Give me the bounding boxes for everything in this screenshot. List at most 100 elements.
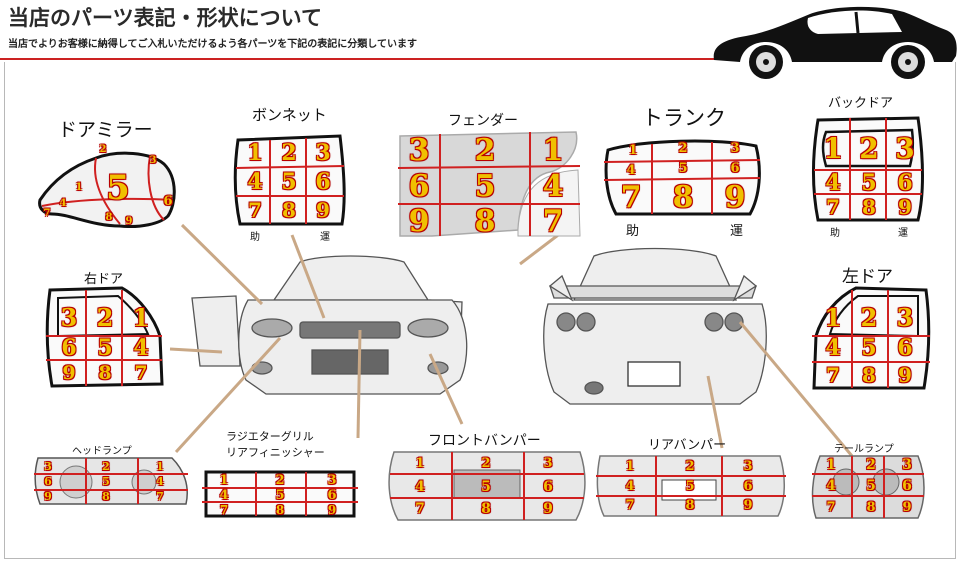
fender-cell-3: 3 — [408, 132, 430, 168]
left-door-label: 左ドア — [842, 267, 893, 287]
headlamp-cell-5: 5 — [102, 474, 110, 488]
rear-bumper-label: リアバンパー — [648, 438, 727, 453]
fender-cell-7: 7 — [542, 203, 564, 239]
left-door-cell-4: 4 — [825, 335, 841, 361]
fender-cell-5: 5 — [474, 168, 496, 204]
trunk-label: トランク — [642, 106, 726, 130]
rear-bumper-number-grid: 1 2 3 4 5 6 7 8 9 — [600, 456, 782, 516]
bonnet-label: ボンネット — [252, 106, 327, 124]
headlamp-cell-8: 8 — [102, 489, 110, 503]
bonnet-cell-2: 2 — [281, 140, 297, 166]
door-mirror-cell-7: 7 — [43, 207, 51, 219]
tail-lamp-cell-6: 6 — [902, 478, 912, 494]
bonnet-cell-3: 3 — [315, 140, 331, 166]
right-door-cell-1: 1 — [132, 302, 150, 332]
car-silhouette-icon — [713, 6, 957, 79]
trunk-cell-1: 1 — [628, 142, 638, 158]
fender-cell-6: 6 — [408, 168, 430, 204]
fender-cell-9: 9 — [408, 203, 430, 239]
radiator-grille-label: ラジエターグリル — [226, 430, 314, 443]
rear-bumper-cell-2: 2 — [685, 458, 695, 474]
front-bumper-number-grid: 1 2 3 4 5 6 7 8 9 — [394, 452, 582, 520]
bonnet-cell-4: 4 — [247, 169, 263, 195]
left-door-cell-8: 8 — [862, 363, 876, 387]
fender-cell-1: 1 — [542, 132, 564, 168]
door-mirror-cell-2: 2 — [99, 143, 107, 155]
right-door-cell-5: 5 — [97, 335, 113, 361]
rear-bumper-cell-4: 4 — [625, 478, 635, 494]
headlamp-cell-7: 7 — [156, 489, 164, 503]
radiator-grille-cell-3: 3 — [327, 472, 337, 488]
tail-lamp-cell-7: 7 — [826, 499, 836, 515]
front-bumper-cell-1: 1 — [415, 455, 425, 471]
bonnet-cell-9: 9 — [316, 198, 330, 222]
right-door-cell-9: 9 — [62, 362, 76, 384]
trunk-cell-4: 4 — [626, 162, 636, 178]
right-door-cell-7: 7 — [134, 362, 148, 384]
left-door-cell-5: 5 — [861, 335, 877, 361]
rear-finisher-label: リアフィニッシャー — [226, 446, 325, 459]
door-mirror-cell-9: 9 — [125, 215, 133, 227]
trunk-cell-8: 8 — [672, 179, 694, 215]
back-door-driver-note: 運 — [898, 228, 908, 239]
right-door-cell-4: 4 — [133, 335, 149, 361]
radiator-grille-cell-8: 8 — [275, 503, 285, 517]
trunk-cell-9: 9 — [724, 179, 746, 215]
left-door-cell-6: 6 — [897, 335, 913, 361]
door-mirror-cell-4: 4 — [59, 197, 67, 209]
back-door-cell-3: 3 — [895, 131, 915, 165]
trunk-cell-3: 3 — [730, 140, 740, 156]
right-door-cell-3: 3 — [60, 302, 78, 332]
bonnet-cell-7: 7 — [248, 198, 262, 222]
front-bumper-cell-6: 6 — [543, 479, 553, 495]
page-subtitle: 当店でよりお客様に納得してご入札いただけるよう各パーツを下記の表記に分類していま… — [8, 39, 417, 50]
headlamp-label: ヘッドランプ — [72, 446, 132, 457]
front-bumper-cell-7: 7 — [415, 501, 425, 517]
page-title: 当店のパーツ表記・形状について — [8, 6, 322, 30]
bonnet-driver-note: 運 — [320, 232, 330, 243]
tail-lamp-label: テールランプ — [834, 444, 894, 455]
tail-lamp-cell-1: 1 — [826, 457, 836, 473]
trunk-cell-2: 2 — [678, 140, 688, 156]
trunk-driver-note: 運 — [730, 224, 744, 239]
headlamp-cell-2: 2 — [102, 459, 110, 473]
tail-lamp-cell-9: 9 — [902, 499, 912, 515]
headlamp-cell-3: 3 — [44, 459, 52, 473]
front-bumper-cell-9: 9 — [543, 501, 553, 517]
bonnet-cell-1: 1 — [247, 140, 263, 166]
front-bumper-cell-8: 8 — [481, 501, 491, 517]
door-mirror-label: ドアミラー — [58, 119, 153, 141]
headlamp-cell-9: 9 — [44, 489, 52, 503]
back-door-number-grid: 1 2 3 4 5 6 7 8 9 — [816, 124, 922, 222]
tail-lamp-number-grid: 1 2 3 4 5 6 7 8 9 — [816, 456, 924, 518]
front-bumper-cell-4: 4 — [415, 479, 425, 495]
headlamp-cell-1: 1 — [156, 459, 164, 473]
fender-label: フェンダー — [448, 113, 518, 129]
headlamp-cell-4: 4 — [156, 474, 164, 488]
front-bumper-label: フロントバンパー — [428, 433, 541, 449]
rear-bumper-cell-1: 1 — [625, 458, 635, 474]
left-door-cell-1: 1 — [824, 302, 842, 332]
door-mirror-cell-8: 8 — [105, 211, 113, 223]
door-mirror-cell-1: 1 — [75, 181, 83, 193]
right-door-number-grid: 3 2 1 6 5 4 9 8 7 — [50, 298, 162, 386]
front-bumper-cell-2: 2 — [481, 455, 491, 471]
rear-bumper-cell-7: 7 — [625, 497, 635, 513]
door-mirror-cell-5: 5 — [106, 168, 130, 208]
tail-lamp-cell-8: 8 — [866, 499, 876, 515]
rear-bumper-cell-9: 9 — [743, 497, 753, 513]
tail-lamp-cell-4: 4 — [826, 478, 836, 494]
radiator-grille-cell-4: 4 — [219, 487, 229, 503]
content-frame — [4, 62, 956, 559]
radiator-grille-cell-6: 6 — [327, 487, 337, 503]
trunk-cell-5: 5 — [678, 160, 688, 176]
headlamp-number-grid: 3 2 1 6 5 4 9 8 7 — [38, 458, 188, 504]
